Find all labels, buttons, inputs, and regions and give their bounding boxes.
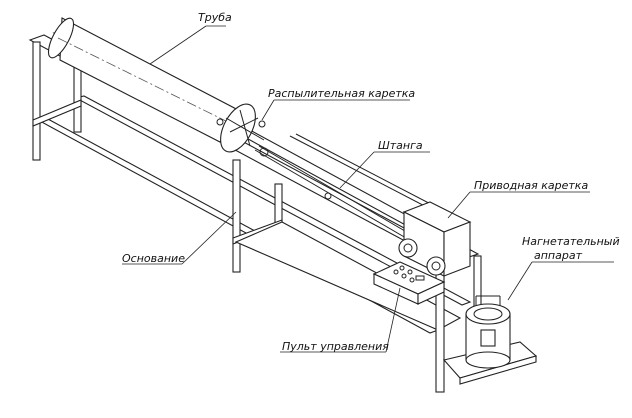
label-drive-carriage: Приводная каретка bbox=[474, 179, 589, 192]
control-panel bbox=[372, 261, 446, 305]
base-frame bbox=[28, 29, 538, 393]
pump-apparatus bbox=[465, 295, 511, 369]
label-pipe: Труба bbox=[198, 11, 232, 24]
leader-lines bbox=[122, 25, 614, 353]
label-rod: Штанга bbox=[378, 139, 423, 152]
spray-carriage bbox=[216, 103, 269, 157]
label-control-panel: Пульт управления bbox=[282, 340, 389, 353]
rod bbox=[254, 133, 447, 246]
label-pump-line1: Нагнетательный bbox=[522, 235, 620, 248]
drive-carriage bbox=[398, 201, 472, 277]
pipe bbox=[47, 17, 243, 143]
label-base: Основание bbox=[122, 252, 185, 265]
label-pump-line2: аппарат bbox=[534, 249, 582, 262]
label-spray-carriage: Распылительная каретка bbox=[268, 87, 416, 100]
